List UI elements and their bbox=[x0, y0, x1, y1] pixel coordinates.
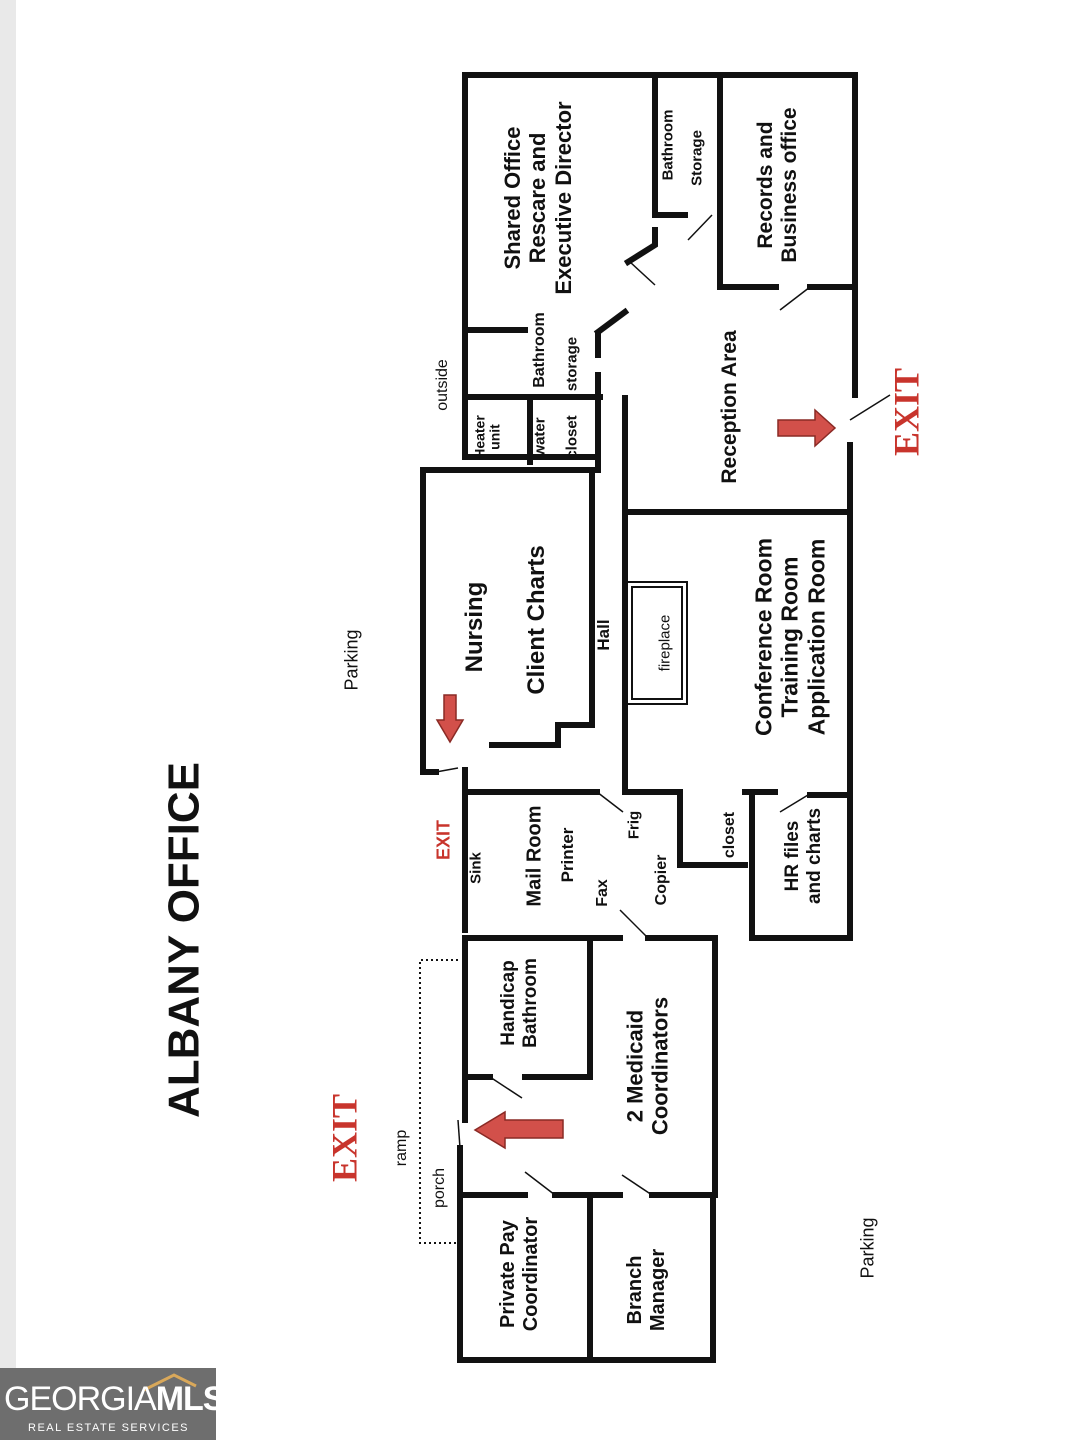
label-fireplace: fireplace bbox=[656, 614, 674, 672]
georgia-mls-logo: GEORGIAMLS REAL ESTATE SERVICES bbox=[0, 1368, 225, 1440]
wall-records bbox=[717, 72, 779, 290]
label-fax: Fax bbox=[593, 879, 611, 907]
label-client-charts: Client Charts bbox=[523, 545, 551, 695]
page-title: ALBANY OFFICE bbox=[159, 761, 209, 1119]
walls bbox=[420, 72, 858, 1363]
wall-nursing-steps bbox=[489, 467, 595, 748]
label-sink: Sink bbox=[467, 852, 485, 884]
label-nursing: Nursing bbox=[461, 581, 489, 673]
label-printer: Printer bbox=[558, 827, 578, 883]
logo-main-text: GEORGIA bbox=[4, 1380, 157, 1418]
label-bathroom-mid: Bathroom bbox=[530, 312, 548, 388]
label-private-pay-coordinator: Private Pay Coordinator bbox=[497, 1216, 542, 1332]
wall-conference bbox=[622, 509, 748, 868]
logo-wordmark: GEORGIAMLS bbox=[4, 1380, 226, 1419]
exit-left: EXIT bbox=[324, 1093, 365, 1183]
label-closet-low: closet bbox=[720, 811, 738, 859]
exit-small: EXIT bbox=[433, 819, 454, 861]
label-heater-unit: Heater unit bbox=[471, 415, 502, 459]
label-copier: Copier bbox=[652, 854, 670, 906]
wall-bath-angle bbox=[623, 227, 658, 267]
label-ramp: ramp bbox=[392, 1129, 410, 1167]
roof-icon bbox=[143, 1373, 197, 1392]
fireplace-icon bbox=[626, 581, 688, 705]
label-medicaid-coordinators: 2 Medicaid Coordinators bbox=[622, 996, 673, 1136]
label-hr-files: HR files and charts bbox=[782, 807, 825, 905]
exit-arrows bbox=[435, 408, 837, 1150]
label-storage-mid: storage bbox=[563, 336, 581, 392]
wall-handicap bbox=[522, 935, 593, 1080]
label-water: water bbox=[531, 417, 549, 457]
label-mail-room: Mail Room bbox=[523, 805, 546, 907]
wall-shared-angle bbox=[593, 307, 630, 337]
label-bathroom-top: Bathroom bbox=[659, 109, 677, 181]
label-shared-office: Shared Office Rescare and Executive Dire… bbox=[500, 101, 576, 295]
label-parking-top: Parking bbox=[341, 629, 362, 691]
wall-mail-bottom-2 bbox=[645, 935, 718, 1198]
wall-right-lower bbox=[749, 442, 853, 941]
label-reception-area: Reception Area bbox=[717, 330, 741, 484]
wall-nursing bbox=[420, 467, 595, 775]
label-handicap-bathroom: Handicap Bathroom bbox=[498, 958, 541, 1048]
arrow-nursing-exit bbox=[435, 694, 465, 744]
wall-bath-top bbox=[652, 72, 688, 218]
label-storage-top: Storage bbox=[688, 130, 706, 186]
label-records: Records and Business office bbox=[753, 107, 801, 263]
label-conference-room: Conference Room Training Room Applicatio… bbox=[750, 537, 830, 737]
label-parking-bottom: Parking bbox=[857, 1217, 878, 1279]
label-branch-manager: Branch Manager bbox=[624, 1248, 669, 1332]
label-porch: porch bbox=[430, 1167, 448, 1209]
wall-left-wing-2 bbox=[457, 1145, 716, 1363]
label-hall: Hall bbox=[594, 619, 614, 651]
logo-subtitle: REAL ESTATE SERVICES bbox=[28, 1422, 190, 1434]
page-edge-shadow bbox=[0, 0, 16, 1440]
label-outside: outside bbox=[433, 359, 451, 411]
arrow-reception-exit bbox=[777, 408, 837, 448]
ramp-porch-outline bbox=[419, 959, 458, 1244]
logo-accent-text: MLS bbox=[155, 1380, 226, 1418]
arrow-medicaid-exit bbox=[473, 1110, 564, 1150]
label-closet-mid: closet bbox=[563, 415, 581, 459]
label-frig: Frig bbox=[625, 810, 643, 840]
door-swings bbox=[435, 214, 891, 1196]
exit-right: EXIT bbox=[886, 367, 927, 457]
